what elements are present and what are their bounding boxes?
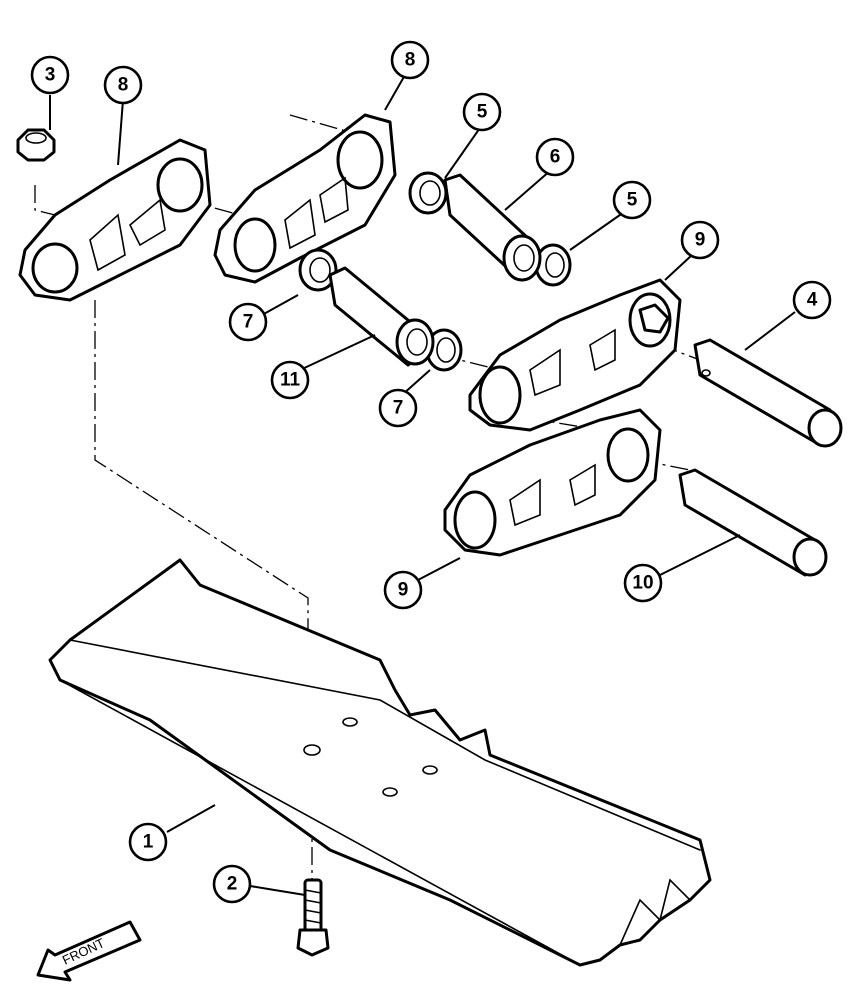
callout-8b-label: 8 [405, 50, 416, 71]
callout-4-label: 4 [807, 290, 818, 311]
link-bore [31, 242, 79, 294]
bushing-upper [443, 173, 542, 282]
link-body [443, 408, 662, 557]
callout-7b: 7 [378, 388, 418, 428]
callout-10-label: 10 [632, 573, 653, 594]
track-link-right [213, 113, 397, 284]
bolt-shank [303, 878, 323, 934]
bolt-head [296, 928, 330, 957]
link-body [468, 278, 682, 432]
callout-3: 3 [30, 55, 70, 95]
track-shoe [48, 558, 712, 967]
callout-7a-label: 7 [243, 312, 254, 333]
seal-ring [534, 243, 572, 287]
link-bore [336, 130, 384, 190]
link-bore [233, 217, 277, 273]
bolt-hole [422, 765, 438, 775]
callout-2: 2 [212, 864, 252, 904]
callout-1-label: 1 [143, 832, 154, 853]
track-pin [693, 338, 843, 448]
callout-5a: 5 [462, 92, 502, 132]
callout-8a: 8 [103, 65, 143, 105]
callout-8a-label: 8 [118, 75, 129, 96]
bolt-hole [303, 744, 321, 756]
callout-7a: 7 [228, 302, 268, 342]
callout-10: 10 [623, 563, 663, 603]
track-shoe-plate [48, 558, 712, 967]
nut-body [16, 128, 56, 162]
track-link-9-upper [468, 278, 682, 432]
callout-6-label: 6 [550, 147, 561, 168]
callout-11-label: 11 [280, 370, 301, 391]
callout-1: 1 [128, 822, 168, 862]
bolt-hole [342, 717, 358, 727]
track-bolt [296, 878, 330, 957]
track-pin-lower [678, 468, 828, 577]
track-link-left [18, 138, 212, 302]
callout-7b-label: 7 [393, 398, 404, 419]
track-link-9-lower [443, 408, 662, 557]
callout-8b: 8 [390, 40, 430, 80]
callout-9a-label: 9 [695, 230, 706, 251]
track-nut [16, 128, 56, 162]
link-nut [638, 303, 670, 334]
bolt-hole [382, 787, 398, 797]
callout-5b-label: 5 [627, 190, 638, 211]
link-bore [156, 157, 204, 213]
callout-9b-label: 9 [398, 580, 409, 601]
callout-4: 4 [792, 280, 832, 320]
callout-6: 6 [535, 137, 575, 177]
callout-2-label: 2 [227, 874, 238, 895]
callout-9b: 9 [383, 570, 423, 610]
seal-ring [298, 248, 338, 292]
callout-9a: 9 [680, 220, 720, 260]
seal-ring [408, 171, 448, 215]
front-arrow-icon [36, 920, 142, 982]
leader-lines [49, 74, 796, 896]
callout-5a-label: 5 [477, 102, 488, 123]
callout-3-label: 3 [45, 65, 56, 86]
bushing-lower [328, 266, 435, 367]
front-direction-arrow: FRONT [36, 920, 142, 982]
callout-5b: 5 [612, 180, 652, 220]
callout-11: 11 [270, 360, 310, 400]
